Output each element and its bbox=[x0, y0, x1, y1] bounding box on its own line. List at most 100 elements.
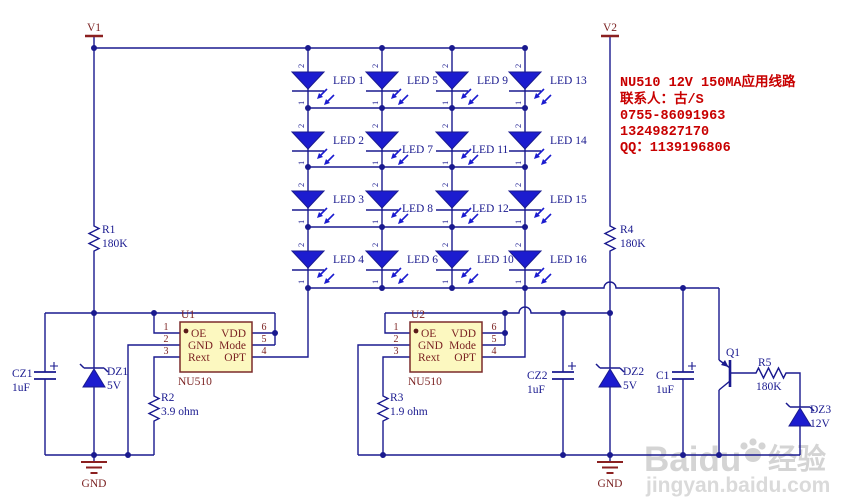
pin-name: OPT bbox=[224, 352, 246, 364]
component-symbols bbox=[34, 224, 815, 427]
junction-dot bbox=[716, 452, 722, 458]
led-label: LED 14 bbox=[550, 135, 587, 147]
led-pin-number: 1 bbox=[440, 280, 450, 284]
led-pin-number: 2 bbox=[296, 243, 306, 247]
title-line: 0755-86091963 bbox=[620, 109, 725, 124]
resistor-label: R3 bbox=[390, 392, 404, 404]
led-pin-number: 1 bbox=[440, 101, 450, 105]
led: 2 1 LED 4 bbox=[290, 243, 364, 284]
junction-dot bbox=[305, 164, 311, 170]
junction-dot bbox=[379, 224, 385, 230]
junction-dot bbox=[449, 105, 455, 111]
led-pin-number: 1 bbox=[370, 220, 380, 224]
junction-dot bbox=[560, 310, 566, 316]
junction-dot bbox=[680, 285, 686, 291]
junction-dot bbox=[91, 45, 97, 51]
led-label: LED 8 bbox=[402, 203, 433, 215]
led-pin-number: 2 bbox=[370, 183, 380, 187]
led-pin-number: 2 bbox=[370, 243, 380, 247]
led-diode-icon bbox=[364, 131, 400, 150]
pin-name: OE bbox=[421, 328, 436, 340]
junction-dot bbox=[449, 285, 455, 291]
capacitor-icon bbox=[552, 362, 576, 380]
led-pin-number: 2 bbox=[440, 64, 450, 68]
chip-part: NU510 bbox=[178, 376, 212, 388]
baidu-paw-icon bbox=[740, 438, 766, 462]
pin-name: VDD bbox=[451, 328, 476, 340]
junction-dot bbox=[379, 285, 385, 291]
junction-dot bbox=[305, 105, 311, 111]
title-line: QQ：1139196806 bbox=[620, 141, 731, 156]
component-labels: R1 180K R2 3.9 ohm R3 1.9 ohm R4 180K R5… bbox=[12, 224, 831, 430]
led-diode-icon bbox=[290, 250, 326, 269]
title-line: 联系人：古/S bbox=[620, 90, 704, 108]
pin-name: OE bbox=[191, 328, 206, 340]
led-label: LED 11 bbox=[472, 144, 509, 156]
power-port-v2: V2 bbox=[601, 22, 619, 38]
led-pin-number: 1 bbox=[296, 280, 306, 284]
chip-body bbox=[179, 321, 253, 373]
led-diode-icon bbox=[364, 250, 400, 269]
chip-body bbox=[409, 321, 483, 373]
led-label: LED 4 bbox=[333, 254, 364, 266]
led-pin-number: 1 bbox=[296, 161, 306, 165]
junction-dot bbox=[380, 452, 386, 458]
pin-name: Rext bbox=[418, 352, 441, 364]
zener-diode-icon bbox=[79, 363, 109, 388]
baidu-watermark: Baidu 经验 jingyan.baidu.com bbox=[644, 438, 830, 497]
junction-dot bbox=[305, 45, 311, 51]
led-pin-number: 1 bbox=[513, 280, 523, 284]
pin-name: GND bbox=[418, 340, 443, 352]
led-pin-number: 1 bbox=[370, 101, 380, 105]
led-diode-icon bbox=[364, 71, 400, 90]
led-label: LED 7 bbox=[402, 144, 433, 156]
zener-diode-icon bbox=[785, 402, 815, 427]
transistor-q1: Q1 bbox=[718, 347, 740, 391]
resistor-value: 180K bbox=[756, 381, 782, 393]
led-label: LED 9 bbox=[477, 75, 508, 87]
pin-name: VDD bbox=[221, 328, 246, 340]
led-label: LED 3 bbox=[333, 194, 364, 206]
led-diode-icon bbox=[290, 131, 326, 150]
pin-name: Mode bbox=[219, 340, 246, 352]
led-pin-number: 2 bbox=[440, 183, 450, 187]
power-label: V2 bbox=[603, 22, 617, 34]
pin-number: 6 bbox=[262, 322, 267, 333]
led-label: LED 15 bbox=[550, 194, 587, 206]
pin-name: OPT bbox=[454, 352, 476, 364]
led-diode-icon bbox=[290, 71, 326, 90]
junction-dot bbox=[502, 310, 508, 316]
zener-value: 12V bbox=[810, 418, 831, 430]
junction-dot bbox=[305, 224, 311, 230]
watermark-brand-cn: 经验 bbox=[768, 442, 826, 476]
led-diode-icon bbox=[364, 190, 400, 209]
led-pin-number: 2 bbox=[296, 183, 306, 187]
ground-symbol-1: GND bbox=[81, 461, 107, 490]
led-label: LED 5 bbox=[407, 75, 438, 87]
power-label: V1 bbox=[87, 22, 101, 34]
led-pin-number: 1 bbox=[513, 220, 523, 224]
capacitor-label: C1 bbox=[656, 370, 670, 382]
led-diode-icon bbox=[434, 131, 470, 150]
resistor-label: R4 bbox=[620, 224, 634, 236]
transistor-label: Q1 bbox=[726, 347, 740, 359]
resistor-value: 180K bbox=[620, 238, 646, 250]
resistor-label: R1 bbox=[102, 224, 116, 236]
led-label: LED 2 bbox=[333, 135, 364, 147]
led-diode-icon bbox=[507, 71, 543, 90]
led-pin-number: 2 bbox=[513, 64, 523, 68]
junction-dot bbox=[305, 285, 311, 291]
ground-icon bbox=[597, 461, 623, 474]
led-diode-icon bbox=[434, 250, 470, 269]
junction-dot bbox=[91, 310, 97, 316]
led-diode-icon bbox=[434, 71, 470, 90]
resistor-label: R2 bbox=[161, 392, 175, 404]
pin-number: 3 bbox=[164, 346, 169, 357]
junction-dot bbox=[379, 105, 385, 111]
